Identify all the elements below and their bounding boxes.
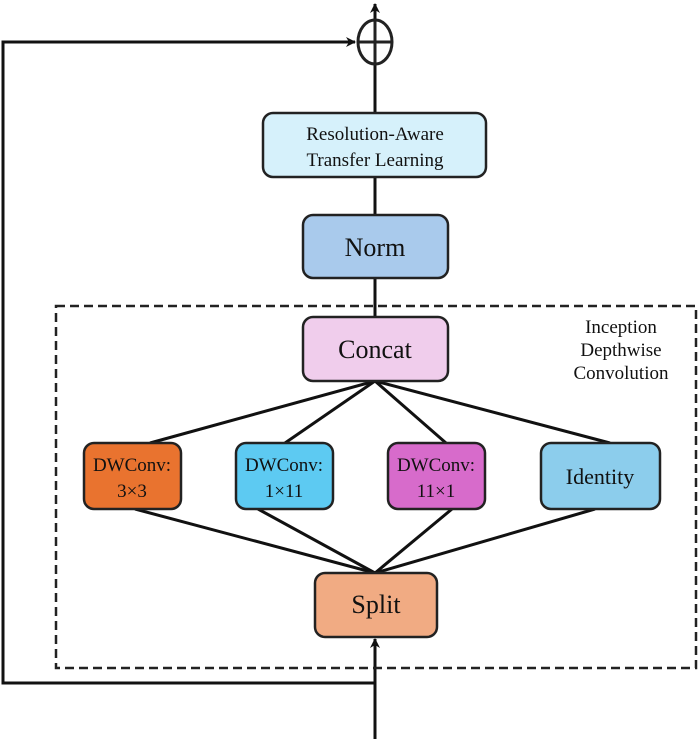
add-icon <box>356 18 394 66</box>
split-label: Split <box>351 590 401 619</box>
dw11x1-label-1: DWConv: <box>397 455 475 476</box>
identity-label: Identity <box>566 464 634 489</box>
dw1x11-label-2: 1×11 <box>265 481 304 502</box>
norm-block <box>301 213 450 280</box>
ratl-block <box>261 111 488 179</box>
norm-label: Norm <box>345 233 406 262</box>
group-label-3: Convolution <box>573 363 669 384</box>
dw1x11-label-1: DWConv: <box>245 455 323 476</box>
inception-group-box <box>54 304 698 670</box>
dwconv-1x11-block <box>234 441 335 511</box>
dw3-label-1: DWConv: <box>93 455 171 476</box>
group-label-2: Depthwise <box>580 340 661 361</box>
concat-label: Concat <box>338 335 412 364</box>
ratl-label-2: Transfer Learning <box>306 150 444 171</box>
split-block <box>313 571 439 639</box>
identity-block <box>539 441 662 511</box>
dw11x1-label-2: 11×1 <box>417 481 456 502</box>
dwconv-11x1-block <box>386 441 487 511</box>
concat-block <box>301 315 450 383</box>
dw3-label-2: 3×3 <box>117 481 147 502</box>
skip-connection <box>1 37 375 685</box>
dwconv-3x3-block <box>82 441 183 511</box>
ratl-label-1: Resolution-Aware <box>306 124 444 145</box>
group-label-1: Inception <box>585 317 657 338</box>
